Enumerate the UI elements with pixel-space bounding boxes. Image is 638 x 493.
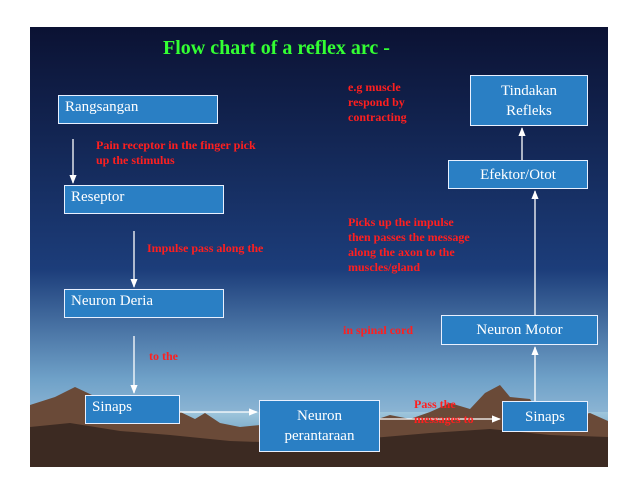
tindakan-line2: Refleks bbox=[506, 102, 552, 119]
note-pass-messages: Pass the messages to bbox=[414, 397, 474, 426]
neuron-perantaraan-line2: perantaraan bbox=[284, 428, 355, 444]
box-sinaps-right: Sinaps bbox=[502, 401, 588, 432]
box-neuron-motor: Neuron Motor bbox=[441, 315, 598, 345]
note-to-the: to the bbox=[149, 349, 178, 363]
diagram-title: Flow chart of a reflex arc - bbox=[163, 37, 390, 59]
box-tindakan-refleks: Tindakan Refleks bbox=[470, 75, 588, 126]
box-efektor: Efektor/Otot bbox=[448, 160, 588, 189]
box-sinaps-left: Sinaps bbox=[85, 395, 180, 424]
note-picks-up-impulse: Picks up the impulse then passes the mes… bbox=[348, 215, 470, 274]
box-reseptor: Reseptor bbox=[64, 185, 224, 214]
tindakan-line1: Tindakan bbox=[500, 82, 558, 99]
box-neuron-deria: Neuron Deria bbox=[64, 289, 224, 318]
note-pain-receptor: Pain receptor in the finger pick up the … bbox=[96, 138, 256, 167]
box-rangsangan: Rangsangan bbox=[58, 95, 218, 124]
note-example-muscle: e.g muscle respond by contracting bbox=[348, 80, 407, 124]
note-impulse-pass: Impulse pass along the bbox=[147, 241, 264, 255]
note-spinal-cord: in spinal cord bbox=[343, 323, 414, 337]
slide: Flow chart of a reflex arc - Rangsangan … bbox=[30, 27, 608, 467]
neuron-perantaraan-line1: Neuron bbox=[297, 408, 342, 424]
box-neuron-perantaraan: Neuron perantaraan bbox=[259, 400, 380, 452]
